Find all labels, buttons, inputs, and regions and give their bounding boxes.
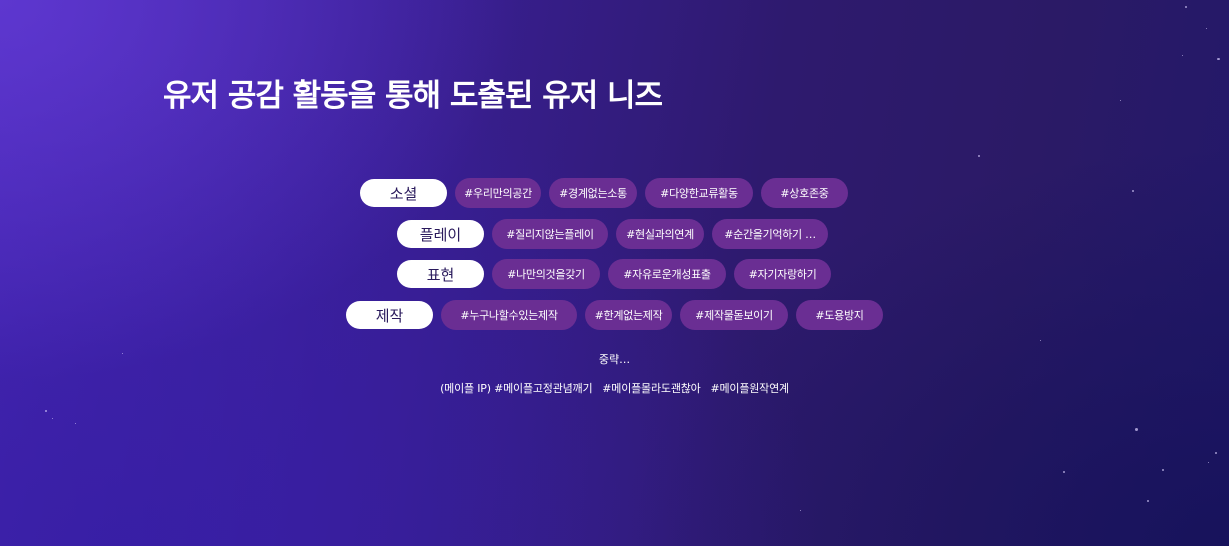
category-pill-play: 플레이 xyxy=(397,220,484,248)
tag-pill: #나만의것을갖기 xyxy=(492,259,600,289)
tag-pill: #한계없는제작 xyxy=(585,300,672,330)
category-pill-creation: 제작 xyxy=(346,301,433,329)
page-title: 유저 공감 활동을 통해 도출된 유저 니즈 xyxy=(163,78,663,114)
tag-pill: #현실과의연계 xyxy=(616,219,704,249)
tag-pill: #누구나할수있는제작 xyxy=(441,300,577,330)
tag-pill: #자유로운개성표출 xyxy=(608,259,726,289)
tag-pill: #다양한교류활동 xyxy=(645,178,753,208)
tag-pill: #도용방지 xyxy=(796,300,883,330)
needs-row-expression: 표현 #나만의것을갖기 #자유로운개성표출 #자기자랑하기 xyxy=(397,259,839,289)
omitted-label: 중략… xyxy=(598,353,631,366)
category-pill-social: 소셜 xyxy=(360,179,447,207)
needs-row-creation: 제작 #누구나할수있는제작 #한계없는제작 #제작물돋보이기 #도용방지 xyxy=(346,300,891,330)
needs-row-play: 플레이 #질리지않는플레이 #현실과의연계 #순간을기억하기 … xyxy=(397,219,836,249)
maple-ip-needs: (메이플 IP) #메이플고정관념깨기 #메이플몰라도괜찮아 #메이플원작연계 xyxy=(440,382,789,395)
tag-pill: #질리지않는플레이 xyxy=(492,219,608,249)
needs-row-social: 소셜 #우리만의공간 #경계없는소통 #다양한교류활동 #상호존중 xyxy=(360,178,856,208)
tag-pill: #상호존중 xyxy=(761,178,848,208)
tag-pill: #경계없는소통 xyxy=(549,178,637,208)
category-pill-expression: 표현 xyxy=(397,260,484,288)
tag-pill: #순간을기억하기 … xyxy=(712,219,828,249)
tag-pill: #자기자랑하기 xyxy=(734,259,831,289)
tag-pill: #제작물돋보이기 xyxy=(680,300,788,330)
tag-pill: #우리만의공간 xyxy=(455,178,541,208)
